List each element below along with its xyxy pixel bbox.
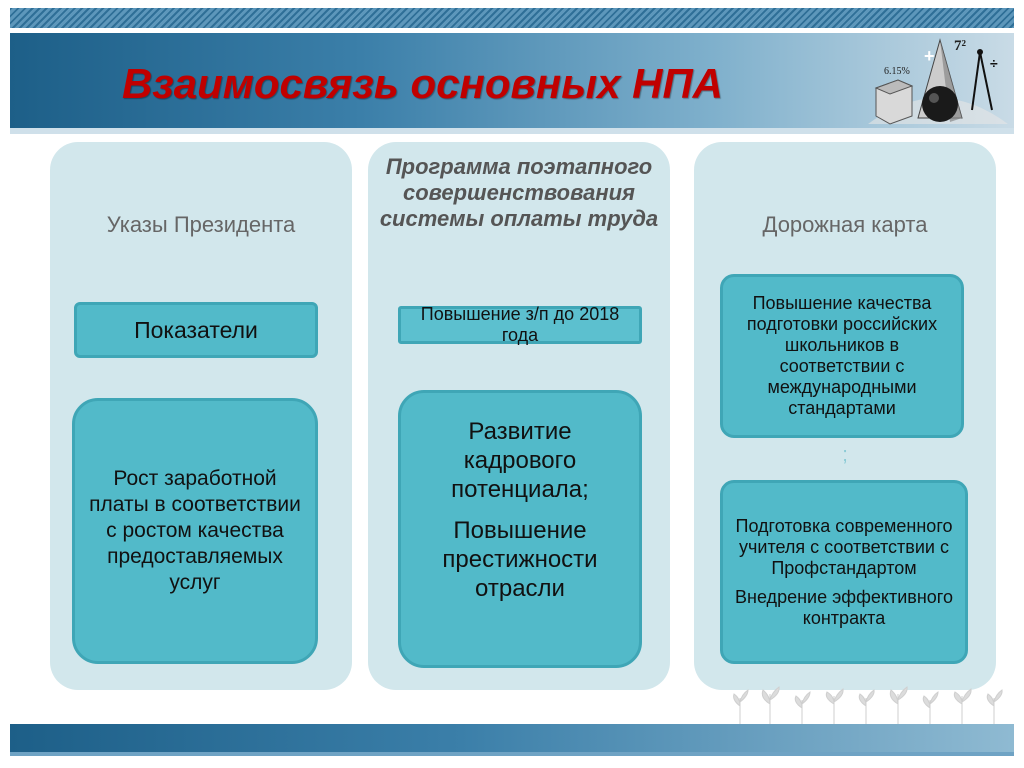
logo-percent: 6.15% <box>884 66 910 77</box>
column-heading: Дорожная карта <box>762 212 928 237</box>
prestige-text: Повышение престижности отрасли <box>442 517 598 602</box>
column-president-decrees: Указы Президента Показатели Рост заработ… <box>50 142 352 690</box>
personnel-development-text: Развитие кадрового потенциала; <box>451 418 589 503</box>
salary-increase-text: Повышение з/п до 2018 года <box>420 304 620 345</box>
teacher-training-box: Подготовка современного учителя с соотве… <box>720 480 968 664</box>
column-heading: Указы Президента <box>106 212 296 237</box>
teacher-training-text: Подготовка современного учителя с соотве… <box>735 515 953 578</box>
plants-decor <box>733 686 1003 724</box>
student-quality-text: Повышение качества подготовки российских… <box>746 293 938 418</box>
indicators-label: Показатели <box>134 316 258 343</box>
personnel-development-box: Развитие кадрового потенциала; Повышение… <box>398 390 642 668</box>
logo-number: 7² <box>954 38 967 54</box>
bottom-decor-stripe <box>10 724 1014 752</box>
salary-increase-box: Повышение з/п до 2018 года <box>398 304 642 345</box>
effective-contract-text: Внедрение эффективного контракта <box>735 586 953 628</box>
geometry-shapes-icon: 7² 6.15% + ÷ <box>868 38 1008 125</box>
salary-growth-text: Рост заработной платы в соответствии с р… <box>89 467 301 594</box>
separator-mark: ; <box>842 444 848 466</box>
title-band <box>10 33 1014 128</box>
salary-growth-box: Рост заработной платы в соответствии с р… <box>72 398 318 664</box>
column-salary-program: Программа поэтапного совершенствования с… <box>368 142 670 690</box>
logo-plus: + <box>924 46 935 66</box>
indicators-box: Показатели <box>74 302 318 358</box>
column-heading: Программа поэтапного совершенствования с… <box>379 154 659 231</box>
svg-text:÷: ÷ <box>990 55 998 71</box>
top-decor-stripe <box>10 8 1014 28</box>
column-roadmap: Дорожная карта Повышение качества подгот… <box>694 142 996 690</box>
bottom-decor-line <box>10 752 1014 756</box>
slide-title: Взаимосвязь основных НПА <box>122 60 723 107</box>
student-quality-box: Повышение качества подготовки российских… <box>720 274 964 438</box>
title-band-shadow <box>10 128 1014 134</box>
